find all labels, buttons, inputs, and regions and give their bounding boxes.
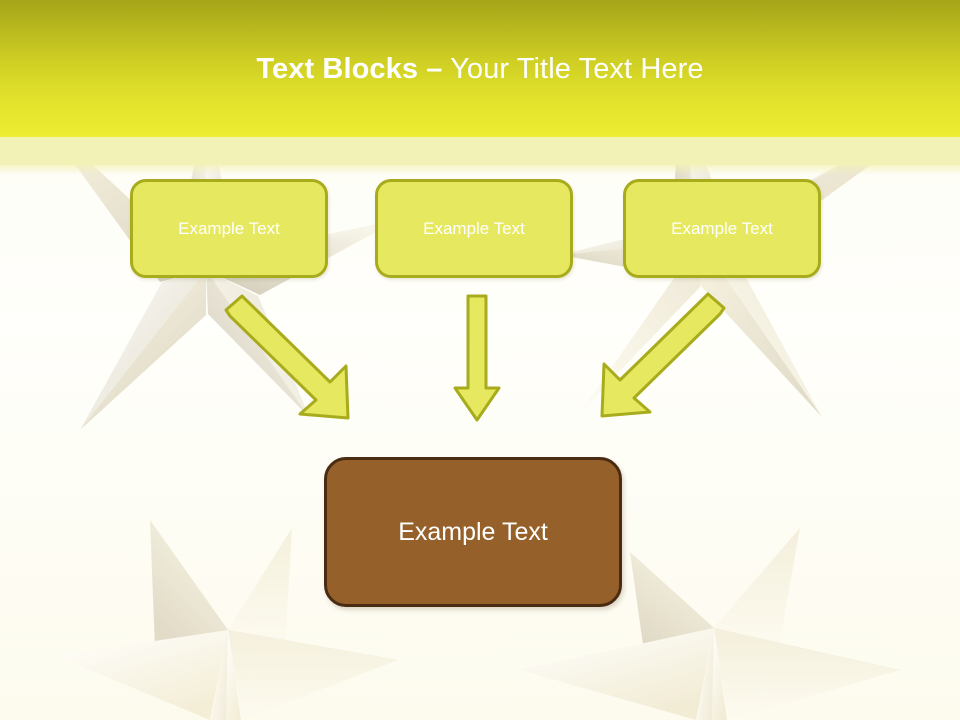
text-block-3[interactable]: Example Text (623, 179, 821, 278)
header-subband (0, 137, 960, 165)
text-block-2-label: Example Text (423, 218, 525, 238)
page-title: Text Blocks – Your Title Text Here (0, 52, 960, 86)
text-block-result-label: Example Text (398, 517, 548, 546)
page-title-bold: Text Blocks – (256, 53, 443, 85)
text-block-2[interactable]: Example Text (375, 179, 573, 278)
text-block-1-label: Example Text (178, 218, 280, 238)
header-band (0, 0, 960, 137)
header-subband-fade (0, 165, 960, 175)
text-block-1[interactable]: Example Text (130, 179, 328, 278)
text-block-result[interactable]: Example Text (324, 457, 622, 607)
text-block-3-label: Example Text (671, 218, 773, 238)
star-bottom-left-icon (56, 520, 398, 720)
page-title-light: Your Title Text Here (442, 53, 704, 85)
star-bottom-right-icon (520, 528, 900, 720)
